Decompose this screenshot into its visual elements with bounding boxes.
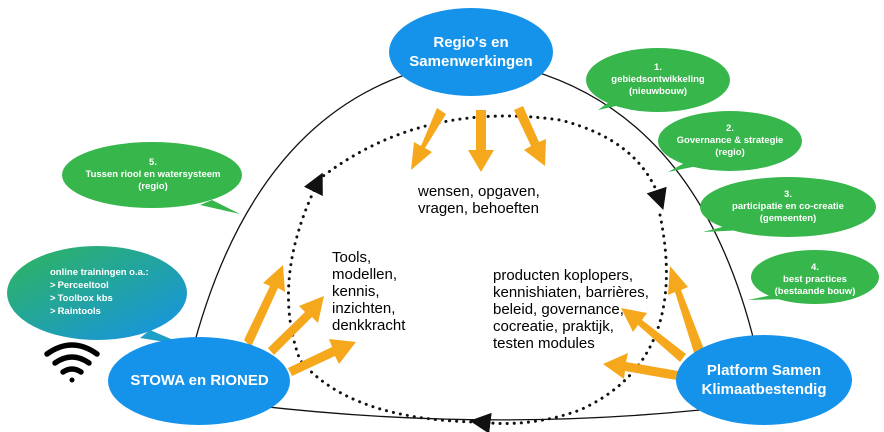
label-wensen-line-2: vragen, behoeften bbox=[418, 200, 539, 217]
trainingen-item: >Toolbox kbs bbox=[50, 292, 180, 305]
label-producten-line-1: producten koplopers, bbox=[493, 267, 634, 284]
arrow-right-3 bbox=[603, 353, 684, 381]
bubble-3-line-1: 3. bbox=[784, 189, 792, 200]
outer-arc-left bbox=[189, 69, 421, 361]
node-regios-line-1: Regio's en bbox=[433, 34, 509, 51]
label-tools-line-3: kennis, bbox=[332, 283, 380, 300]
bubble-5-line-1: 5. bbox=[149, 157, 157, 168]
label-producten-line-2: kennishiaten, barrières, bbox=[493, 284, 649, 301]
chevron-right-icon: > bbox=[50, 306, 56, 317]
node-platform-line-1: Platform Samen bbox=[706, 362, 822, 379]
label-tools-line-5: denkkracht bbox=[332, 317, 406, 334]
outer-arc-right bbox=[529, 69, 756, 346]
bubble-2-line-2: Governance & strategie bbox=[676, 135, 784, 146]
node-left-shape bbox=[108, 337, 290, 425]
bubble-2-line-3: (regio) bbox=[715, 147, 745, 158]
arrow-right-1 bbox=[668, 266, 705, 356]
arrow-top-3 bbox=[514, 106, 546, 166]
chevron-right-icon: > bbox=[50, 280, 56, 291]
bubble-3-line-3: (gemeenten) bbox=[759, 213, 817, 224]
label-tools-line-4: inzichten, bbox=[332, 300, 396, 317]
label-tools-line-2: modellen, bbox=[332, 266, 398, 283]
arrow-left-2 bbox=[268, 296, 324, 355]
arrow-right-2 bbox=[621, 308, 686, 362]
node-platform-line-2: Klimaatbestendig bbox=[701, 381, 827, 398]
bubble-1-line-2: gebiedsontwikkeling bbox=[611, 74, 705, 85]
bubble-1: 1. gebiedsontwikkeling (nieuwbouw) bbox=[592, 62, 724, 98]
label-tools: Tools, modellen, kennis, inzichten, denk… bbox=[332, 249, 405, 334]
wifi-icon bbox=[44, 342, 100, 383]
bubble-3-line-2: participatie en co-creatie bbox=[732, 201, 844, 212]
node-stowa-label: STOWA en RIONED bbox=[130, 372, 269, 389]
label-tools-line-1: Tools, bbox=[332, 249, 372, 266]
label-producten-line-5: testen modules bbox=[493, 335, 595, 352]
label-producten-line-3: beleid, governance, bbox=[493, 301, 624, 318]
bubble-5-shape bbox=[62, 142, 242, 208]
node-regios: Regio's en Samenwerkingen bbox=[395, 33, 547, 71]
node-regios-line-2: Samenwerkingen bbox=[409, 53, 533, 70]
bubble-4-shape bbox=[751, 250, 879, 304]
bubble-3-shape bbox=[700, 177, 876, 237]
bubble-1-line-1: 1. bbox=[654, 62, 662, 73]
node-right-shape bbox=[676, 335, 852, 425]
arrows-right bbox=[603, 266, 705, 381]
arrow-left-1 bbox=[244, 265, 285, 347]
arrows-left bbox=[244, 265, 356, 376]
bubble-4-line-1: 4. bbox=[811, 262, 819, 273]
arrow-top-2 bbox=[468, 110, 494, 172]
bubble-3: 3. participatie en co-creatie (gemeenten… bbox=[706, 189, 870, 225]
label-wensen-line-1: wensen, opgaven, bbox=[418, 183, 540, 200]
trainingen-item: >Perceeltool bbox=[50, 279, 180, 292]
bubble-5-line-3: (regio) bbox=[138, 181, 168, 192]
bubble-shapes bbox=[62, 48, 879, 304]
trainingen-title: online trainingen o.a.: bbox=[50, 267, 149, 278]
trainingen-item: >Raintools bbox=[50, 305, 180, 318]
trainingen-item-label: Raintools bbox=[57, 306, 101, 317]
bubble-2-line-1: 2. bbox=[726, 123, 734, 134]
trainingen-item-label: Toolbox kbs bbox=[57, 293, 113, 304]
arrow-top-1 bbox=[411, 108, 446, 170]
chevron-right-icon: > bbox=[50, 293, 56, 304]
bubble-2-shape bbox=[658, 111, 802, 171]
arrow-left-3 bbox=[288, 339, 356, 376]
node-top-shape bbox=[389, 8, 553, 96]
trainingen-item-label: Perceeltool bbox=[57, 280, 109, 291]
trainingen-bubble-shape bbox=[7, 246, 187, 340]
bubble-4-line-3: (bestaande bouw) bbox=[774, 286, 856, 297]
trainingen-bubble: online trainingen o.a.: >Perceeltool >To… bbox=[50, 266, 180, 318]
bubble-4: 4. best practices (bestaande bouw) bbox=[756, 262, 874, 298]
dotted-cycle-left bbox=[287, 172, 480, 424]
node-platform: Platform Samen Klimaatbestendig bbox=[680, 361, 848, 399]
node-stowa: STOWA en RIONED bbox=[112, 372, 287, 390]
label-wensen: wensen, opgaven, vragen, behoeften bbox=[418, 183, 540, 217]
arrows-top bbox=[411, 106, 546, 172]
bubble-1-shape bbox=[586, 48, 730, 112]
bubble-1-line-3: (nieuwbouw) bbox=[628, 86, 688, 97]
outer-line-bottom bbox=[249, 404, 701, 421]
label-producten: producten koplopers, kennishiaten, barri… bbox=[493, 267, 649, 352]
bubble-5-line-2: Tussen riool en watersysteem bbox=[85, 169, 221, 180]
label-producten-line-4: cocreatie, praktijk, bbox=[493, 318, 614, 335]
bubble-5: 5. Tussen riool en watersysteem (regio) bbox=[70, 157, 236, 193]
bubble-2: 2. Governance & strategie (regio) bbox=[662, 123, 798, 159]
bubble-4-line-2: best practices bbox=[783, 274, 847, 285]
